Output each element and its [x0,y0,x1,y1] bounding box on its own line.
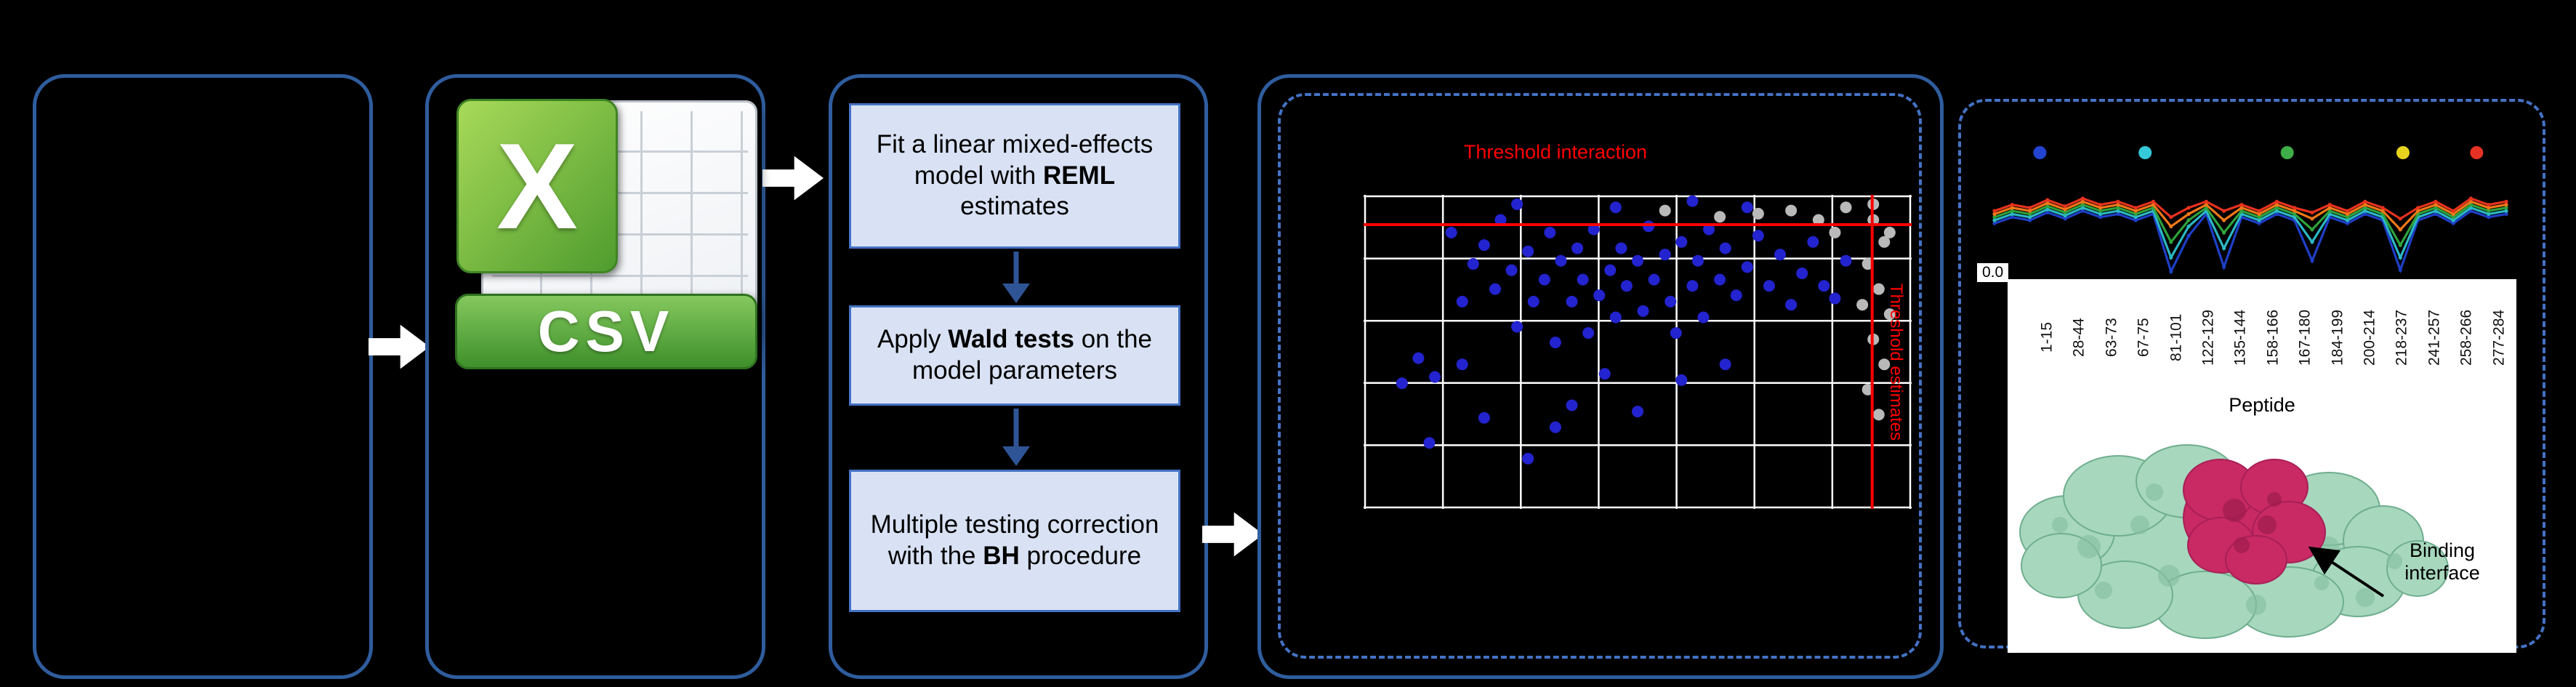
down-arrow-icon [1002,252,1030,303]
csv-file-icon: X CSV [452,97,757,369]
step-fit-model-text: Fit a linear mixed-effects model with RE… [876,129,1154,221]
threshold-interaction-label: Threshold interaction [1463,141,1648,163]
step-wald-tests-text: Apply Wald tests on the model parameters [877,325,1153,385]
peptide-range-label: 241-257 [2426,309,2443,366]
threshold-estimates-label: Threshold estimates [1886,284,1906,441]
y-axis-tick: 0.0 [1977,263,2009,282]
step-bh-correction: Multiple testing correction with the BH … [849,470,1180,612]
peptide-range-label: 122-129 [2199,309,2217,366]
uptake-profile-chart [1992,146,2508,275]
peptide-range-label: 1-15 [2038,321,2056,353]
step-wald-tests: Apply Wald tests on the model parameters [849,305,1180,406]
scatter-dashed-frame [1278,93,1922,659]
step-fit-model: Fit a linear mixed-effects model with RE… [849,103,1180,249]
binding-interface-arrow [2308,546,2385,598]
binding-interface-shading [2223,492,2282,553]
down-arrow-icon [1002,409,1030,466]
peptide-results-panel: 1-15 28-44 63-73 67-75 81-101 122-129 135-144 1… [2008,279,2516,653]
peptide-range-label: 158-166 [2264,309,2282,366]
excel-x-letter: X [496,118,579,254]
flow-arrow-icon [369,324,430,369]
peptide-range-label: 67-75 [2135,318,2152,357]
peptide-range-label: 63-73 [2103,318,2120,357]
peptide-range-label: 277-284 [2490,309,2508,366]
binding-interface-label: Binding interface [2404,539,2480,584]
csv-banner-label: CSV [537,299,675,363]
peptide-range-label: 218-237 [2393,309,2410,366]
peptide-range-label: 135-144 [2231,309,2249,366]
flow-arrow-icon [762,156,824,201]
peptide-range-label: 258-266 [2458,309,2475,366]
volcano-scatter-plot [1364,195,1912,509]
flow-arrow-icon [1202,512,1263,557]
peptide-range-label: 81-101 [2168,313,2185,361]
peptide-axis-labels: 1-15 28-44 63-73 67-75 81-101 122-129 135-144 1… [2024,282,2508,393]
step-bh-correction-text: Multiple testing correction with the BH … [870,510,1159,570]
peptide-range-label: 167-180 [2296,309,2314,366]
peptide-range-label: 200-214 [2361,309,2378,366]
csv-banner: CSV [455,294,757,369]
panel-raw-data [33,74,373,679]
peptide-range-label: 28-44 [2070,318,2088,357]
protein-structure [2019,444,2449,639]
peptide-range-label: 184-199 [2329,309,2346,366]
excel-x-logo: X [456,99,618,273]
peptide-axis-title: Peptide [2229,394,2295,416]
protein-surface-texture [2052,483,2402,615]
